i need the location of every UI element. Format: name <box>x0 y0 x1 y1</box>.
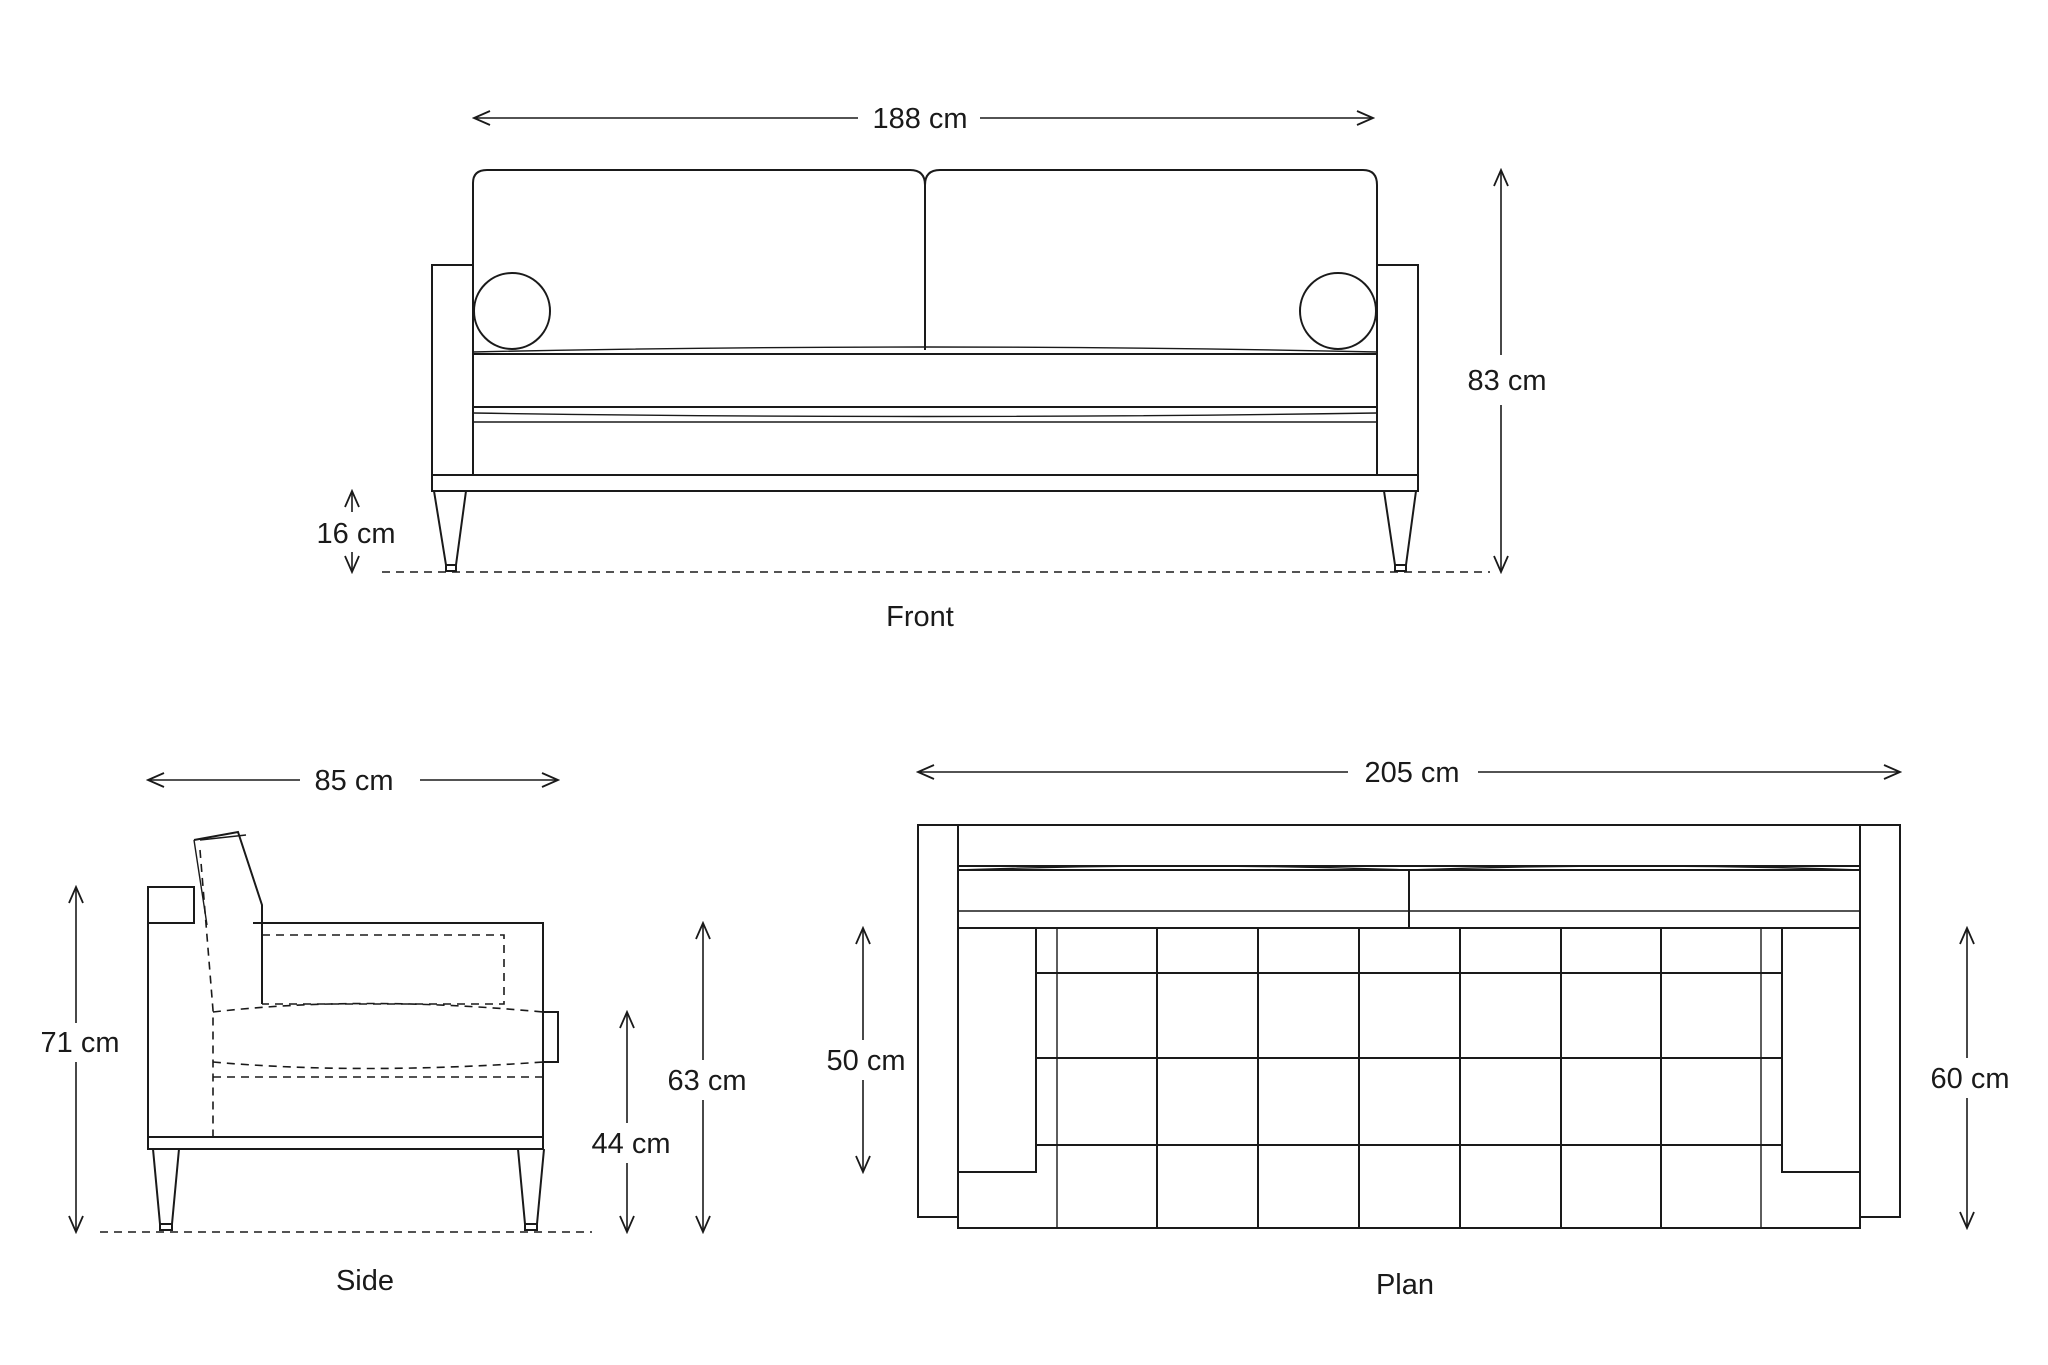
front-height-dimension: 83 cm <box>1468 170 1547 572</box>
side-view <box>100 830 592 1233</box>
front-seat-cushion-front <box>472 412 1378 418</box>
plan-depth-dimension: 60 cm <box>1931 928 2010 1228</box>
front-view-title: Front <box>886 601 954 633</box>
side-body <box>147 922 544 1138</box>
side-depth-label: 85 cm <box>315 765 394 797</box>
plan-arm-left <box>917 824 958 1218</box>
side-arm-height-label: 63 cm <box>668 1065 747 1097</box>
front-bolster-left <box>473 272 551 350</box>
side-leg-back <box>152 1148 180 1231</box>
side-seat-height-dimension: 44 cm <box>592 1012 671 1232</box>
plan-inner-arm-right <box>1781 927 1860 1173</box>
plan-view <box>917 824 1901 1229</box>
front-leg-right <box>1383 490 1417 572</box>
front-arm-right <box>1376 264 1419 476</box>
side-view-title: Side <box>336 1265 394 1297</box>
side-arm-top <box>147 886 195 924</box>
front-width-dimension: 188 cm <box>474 103 1373 135</box>
side-back-cushion <box>193 830 263 1004</box>
plan-seat-tufting-grid <box>1036 928 1782 1228</box>
plan-seat-depth-dimension: 50 cm <box>827 928 906 1172</box>
side-arm-height-dimension: 63 cm <box>668 923 747 1232</box>
front-seat-top <box>472 346 1378 353</box>
side-depth-dimension: 85 cm <box>148 765 558 797</box>
plan-width-dimension: 205 cm <box>918 757 1900 789</box>
side-overall-height-label: 71 cm <box>41 1027 120 1059</box>
plan-inner-arm-left <box>958 927 1037 1173</box>
plan-back-cushion-left <box>957 869 1410 929</box>
side-overall-height-dimension: 71 cm <box>41 887 120 1232</box>
plan-seat-depth-label: 50 cm <box>827 1045 906 1077</box>
plan-back-cushion-right <box>1408 869 1861 929</box>
front-height-label: 83 cm <box>1468 365 1547 397</box>
side-leg-front <box>517 1148 545 1231</box>
plan-arm-right <box>1860 824 1901 1218</box>
front-width-label: 188 cm <box>872 103 967 135</box>
plan-view-title: Plan <box>1376 1269 1434 1301</box>
side-base <box>147 1136 544 1150</box>
front-bolster-right <box>1299 272 1377 350</box>
side-seat-front <box>543 1011 559 1063</box>
front-leg-left <box>433 490 467 572</box>
front-leg-height-label: 16 cm <box>317 518 396 550</box>
side-seat-height-label: 44 cm <box>592 1128 671 1160</box>
front-back-cushion-left <box>472 169 926 350</box>
side-seat-cushion-hidden <box>212 1002 544 1013</box>
front-leg-height-dimension: 16 cm <box>317 491 396 572</box>
plan-width-label: 205 cm <box>1364 757 1459 789</box>
plan-body <box>957 824 1861 1229</box>
front-base <box>431 474 1419 492</box>
front-arm-left <box>431 264 474 476</box>
side-back-frame-hidden <box>199 849 214 1137</box>
front-back-cushion-right <box>924 169 1378 350</box>
front-view <box>382 169 1490 573</box>
plan-depth-label: 60 cm <box>1931 1063 2010 1095</box>
